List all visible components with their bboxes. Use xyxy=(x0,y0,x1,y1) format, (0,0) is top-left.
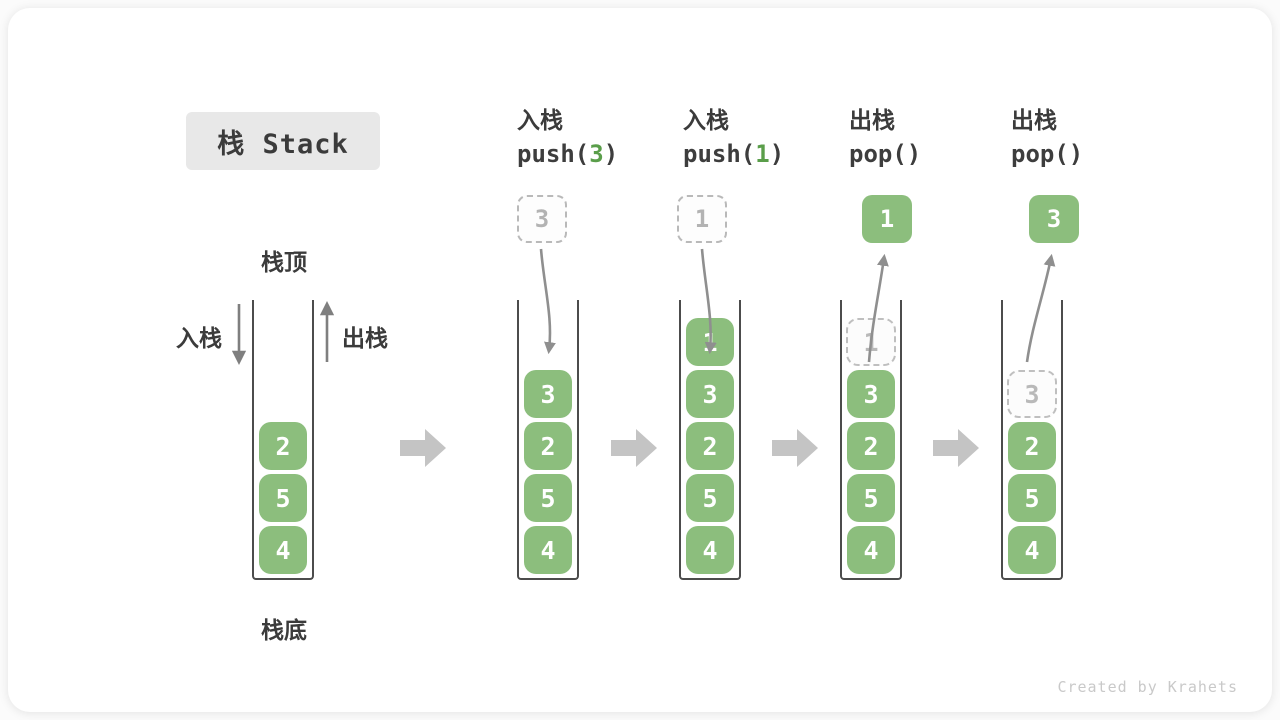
stack-cell: 2 xyxy=(259,422,307,470)
stack-cell: 5 xyxy=(1008,474,1056,522)
op-label-push-3: 入栈 push(3) xyxy=(517,104,618,172)
stack-cell-ghost: 3 xyxy=(1007,370,1057,418)
push-side-label: 入栈 xyxy=(176,325,222,351)
step-arrow-icon xyxy=(400,429,446,467)
op-cn-text: 入栈 xyxy=(683,107,729,133)
stack-bottom-label: 栈底 xyxy=(261,617,307,643)
op-label-pop-1: 出栈 pop() xyxy=(849,104,921,172)
stack-cell-ghost: 1 xyxy=(846,318,896,366)
step-arrow-icon xyxy=(611,429,657,467)
stack-cell: 5 xyxy=(847,474,895,522)
stack-cell: 3 xyxy=(524,370,572,418)
popped-element-box: 3 xyxy=(1029,195,1079,243)
op-code-text: pop() xyxy=(849,140,922,168)
step-arrow-icon xyxy=(772,429,818,467)
stack-cell: 4 xyxy=(686,526,734,574)
stack-cell: 4 xyxy=(847,526,895,574)
push-direction-arrow-icon xyxy=(231,304,247,366)
stack-after-push-3: 3 2 5 4 xyxy=(517,300,579,580)
stack-initial: 2 5 4 xyxy=(252,300,314,580)
stack-cell: 4 xyxy=(259,526,307,574)
incoming-element-box: 3 xyxy=(517,195,567,243)
stack-cell: 5 xyxy=(686,474,734,522)
stack-cell: 1 xyxy=(686,318,734,366)
op-cn-text: 入栈 xyxy=(517,107,563,133)
stack-cell: 2 xyxy=(1008,422,1056,470)
stack-after-pop-1: 1 3 2 5 4 xyxy=(840,300,902,580)
op-code-text: push(1) xyxy=(683,140,785,168)
stack-cell: 2 xyxy=(524,422,572,470)
stack-cell: 4 xyxy=(1008,526,1056,574)
pop-direction-arrow-icon xyxy=(319,300,335,362)
op-label-pop-2: 出栈 pop() xyxy=(1011,104,1083,172)
stack-cell: 2 xyxy=(847,422,895,470)
step-arrow-icon xyxy=(933,429,979,467)
stack-cell: 4 xyxy=(524,526,572,574)
stack-cell: 5 xyxy=(524,474,572,522)
op-label-push-1: 入栈 push(1) xyxy=(683,104,784,172)
pop-side-label: 出栈 xyxy=(342,325,388,351)
stack-cell: 3 xyxy=(847,370,895,418)
stack-cell: 2 xyxy=(686,422,734,470)
popped-element-box: 1 xyxy=(862,195,912,243)
stack-cell: 5 xyxy=(259,474,307,522)
incoming-element-box: 1 xyxy=(677,195,727,243)
stack-top-label: 栈顶 xyxy=(261,249,307,275)
diagram-title: 栈 Stack xyxy=(186,112,380,170)
stack-after-pop-2: 3 2 5 4 xyxy=(1001,300,1063,580)
op-cn-text: 出栈 xyxy=(849,107,895,133)
op-cn-text: 出栈 xyxy=(1011,107,1057,133)
stack-after-push-1: 1 3 2 5 4 xyxy=(679,300,741,580)
op-code-text: push(3) xyxy=(517,140,619,168)
watermark: Created by Krahets xyxy=(1057,678,1238,696)
op-code-text: pop() xyxy=(1011,140,1084,168)
stack-cell: 3 xyxy=(686,370,734,418)
